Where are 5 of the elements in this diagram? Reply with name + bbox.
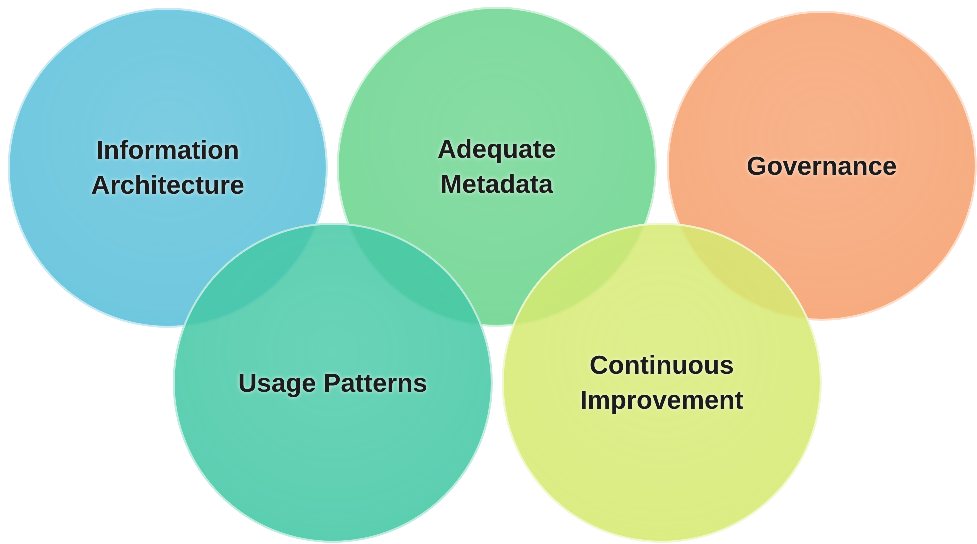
circle-label: Usage Patterns: [238, 366, 428, 400]
circle-label: Continuous Improvement: [579, 349, 745, 417]
circle-label: Adequate Metadata: [436, 133, 558, 201]
circle-label: Information Architecture: [90, 134, 246, 202]
circle-label: Governance: [746, 150, 898, 182]
